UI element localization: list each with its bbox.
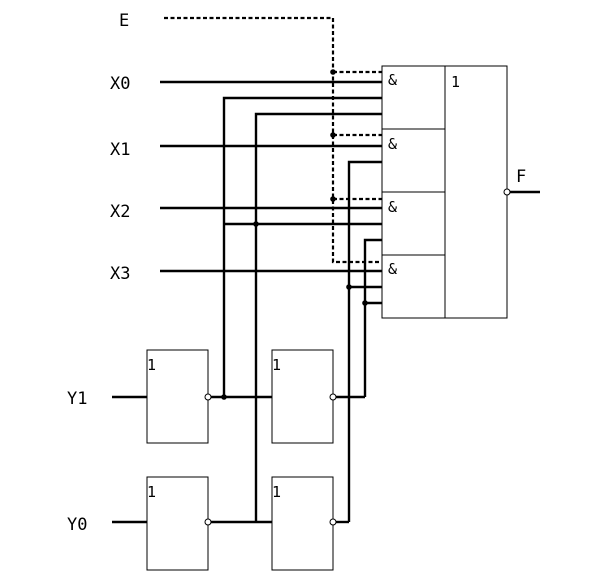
input-label-y1: Y1 [67,389,87,409]
output-label-f: F [516,167,526,187]
and-gate-4-symbol: & [388,260,397,278]
inverter-y1-b-symbol: 1 [272,356,281,374]
inverter-y0-b: 1 [271,476,337,571]
inverter-y0-b-symbol: 1 [272,483,281,501]
enable-wiring [164,16,382,264]
input-label-e: E [119,11,129,31]
or-gate-symbol: 1 [451,73,460,91]
and-gate-3-symbol: & [388,198,397,216]
inverter-y1-a-symbol: 1 [147,356,156,374]
input-label-x3: X3 [110,264,130,284]
data-input-wires [160,80,382,273]
input-label-x1: X1 [110,140,130,160]
input-label-y0: Y0 [67,515,87,535]
select-wiring [112,96,382,524]
input-label-x0: X0 [110,74,130,94]
inverter-y1-a: 1 [146,349,212,444]
inverter-y0-a-symbol: 1 [147,483,156,501]
inverter-y0-a: 1 [146,476,212,571]
inverter-y1-b: 1 [271,349,337,444]
input-label-x2: X2 [110,202,130,222]
and-gate-1-symbol: & [388,71,397,89]
or-gate-block: 1 [444,65,540,319]
and-gate-block: & & & & [381,65,446,319]
and-gate-2-symbol: & [388,135,397,153]
